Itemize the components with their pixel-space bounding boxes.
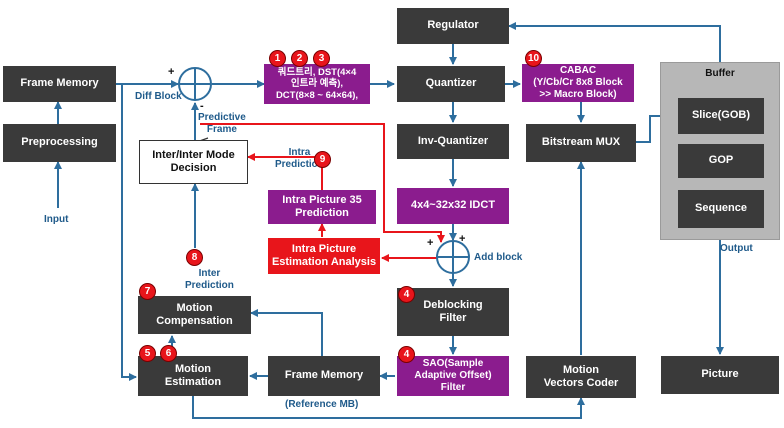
- step-badge-10: 10: [525, 50, 542, 67]
- mv-coder-block: Motion Vectors Coder: [526, 356, 636, 398]
- step-badge-4-sao: 4: [398, 346, 415, 363]
- step-badge-6: 6: [160, 345, 177, 362]
- diff-plus-sign: +: [168, 66, 175, 78]
- sao-filter-block: SAO(Sample Adaptive Offset) Filter: [397, 356, 509, 396]
- picture-block: Picture: [661, 356, 779, 394]
- buffer-gop-block: GOP: [678, 144, 764, 178]
- transform-block: 쿼드트리, DST(4×4 인트라 예측), DCT(8×8 ~ 64×64),: [264, 64, 370, 104]
- buffer-sequence-block: Sequence: [678, 190, 764, 228]
- step-badge-1: 1: [269, 50, 286, 67]
- regulator-block: Regulator: [397, 8, 509, 44]
- motion-compensation-block: Motion Compensation: [138, 296, 251, 334]
- motion-estimation-block: Motion Estimation: [138, 356, 248, 396]
- buffer-slice-block: Slice(GOB): [678, 98, 764, 134]
- step-badge-8: 8: [186, 249, 203, 266]
- intra-prediction-label: Intra Prediction: [275, 147, 324, 170]
- input-label: Input: [44, 214, 69, 225]
- inter-prediction-label: Inter Prediction: [185, 268, 234, 291]
- frame-memory-block: Frame Memory: [3, 66, 116, 102]
- step-badge-7: 7: [139, 283, 156, 300]
- predictive-frame-label: Predictive Frame: [198, 112, 246, 135]
- inv-quantizer-block: Inv-Quantizer: [397, 124, 509, 159]
- add-block-summer: [436, 240, 470, 274]
- preprocessing-block: Preprocessing: [3, 124, 116, 162]
- step-badge-9: 9: [314, 151, 331, 168]
- quantizer-block: Quantizer: [397, 66, 505, 102]
- frame-memory-ref-block: Frame Memory: [268, 356, 380, 396]
- buffer-title: Buffer: [705, 68, 735, 79]
- add-block-label: Add block: [474, 252, 523, 263]
- add-plus-sign-top: +: [459, 233, 466, 245]
- idct-block: 4x4~32x32 IDCT: [397, 188, 509, 224]
- bitstream-mux-block: Bitstream MUX: [526, 124, 636, 162]
- diff-block-label: Diff Block: [135, 91, 182, 102]
- diff-block-summer: [178, 67, 212, 101]
- output-label: Output: [720, 243, 753, 254]
- step-badge-5: 5: [139, 345, 156, 362]
- intra-estimation-block: Intra Picture Estimation Analysis: [268, 238, 380, 274]
- reference-mb-label: (Reference MB): [285, 399, 359, 410]
- intra-prediction-block: Intra Picture 35 Prediction: [268, 190, 376, 224]
- step-badge-4-deblocking: 4: [398, 286, 415, 303]
- step-badge-2: 2: [291, 50, 308, 67]
- step-badge-3: 3: [313, 50, 330, 67]
- cabac-block: CABAC (Y/Cb/Cr 8x8 Block >> Macro Block): [522, 64, 634, 102]
- add-plus-sign-left: +: [427, 237, 434, 249]
- deblocking-filter-block: Deblocking Filter: [397, 288, 509, 336]
- mode-decision-block: Inter/Inter Mode Decision: [139, 140, 248, 184]
- diff-minus-sign: -: [200, 100, 204, 112]
